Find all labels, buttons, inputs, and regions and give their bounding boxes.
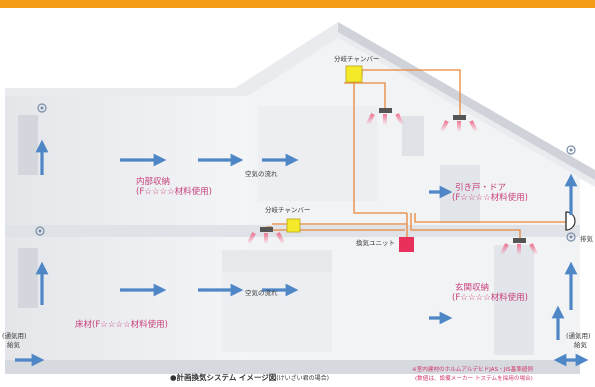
supply-left-text: 給気: [7, 341, 20, 349]
house-roof: [5, 22, 595, 187]
airflow-lower-label: 空気の流れ: [245, 289, 278, 297]
entrance-storage-title: 玄関収納: [455, 283, 490, 293]
wall-vent: [566, 232, 576, 242]
accent-bar: [0, 0, 595, 8]
entrance-storage-material: (F☆☆☆☆材料使用): [452, 293, 529, 303]
exhaust-label: 排気: [580, 235, 593, 243]
wall-vent: [35, 226, 45, 236]
interior-storage-title: 内部収納: [136, 177, 171, 187]
branch-chamber-top-label: 分岐チャンバー: [334, 55, 380, 63]
caption-main: ●計画換気システム イメージ図: [170, 373, 277, 382]
ceiling-outlet: [247, 227, 285, 244]
ceiling-outlet: [440, 115, 478, 132]
diagram-caption: ●計画換気システム イメージ図(けいざい君の場合): [170, 373, 329, 383]
supply-left-note: (通気用): [2, 332, 27, 340]
house-diagram: [5, 22, 595, 374]
airflow-upper-label: 空気の流れ: [245, 170, 278, 178]
floor-material-label: 床材(F☆☆☆☆材料使用): [75, 320, 169, 330]
duct-lines: [266, 69, 566, 238]
sliding-door-title: 引き戸・ドア: [455, 183, 507, 193]
supply-right-note: (通気用): [566, 332, 591, 340]
wall-vent: [37, 103, 47, 113]
supply-right-text: 給気: [574, 341, 587, 349]
footnote-line-2: (数値は、設備メーカー トステムを採用の場合): [415, 376, 533, 382]
vent-unit-label: 換気ユニット: [356, 239, 395, 247]
branch-chamber-top: [345, 65, 363, 83]
ceiling-outlet: [366, 108, 404, 125]
house-walls: [5, 38, 580, 374]
footnote-line-1: ※室内建材のホルムアルデヒドJAS・JIS基準値例: [412, 367, 533, 373]
interior-storage-material: (F☆☆☆☆材料使用): [136, 187, 213, 197]
vent-unit-box: [399, 237, 414, 252]
sliding-door-material: (F☆☆☆☆材料使用): [452, 193, 529, 203]
caption-sub: (けいざい君の場合): [276, 375, 329, 382]
wall-vent: [566, 145, 576, 155]
branch-chamber-mid-label: 分岐チャンバー: [265, 206, 311, 214]
branch-chamber-mid: [286, 218, 301, 233]
ceiling-outlet: [500, 238, 538, 255]
